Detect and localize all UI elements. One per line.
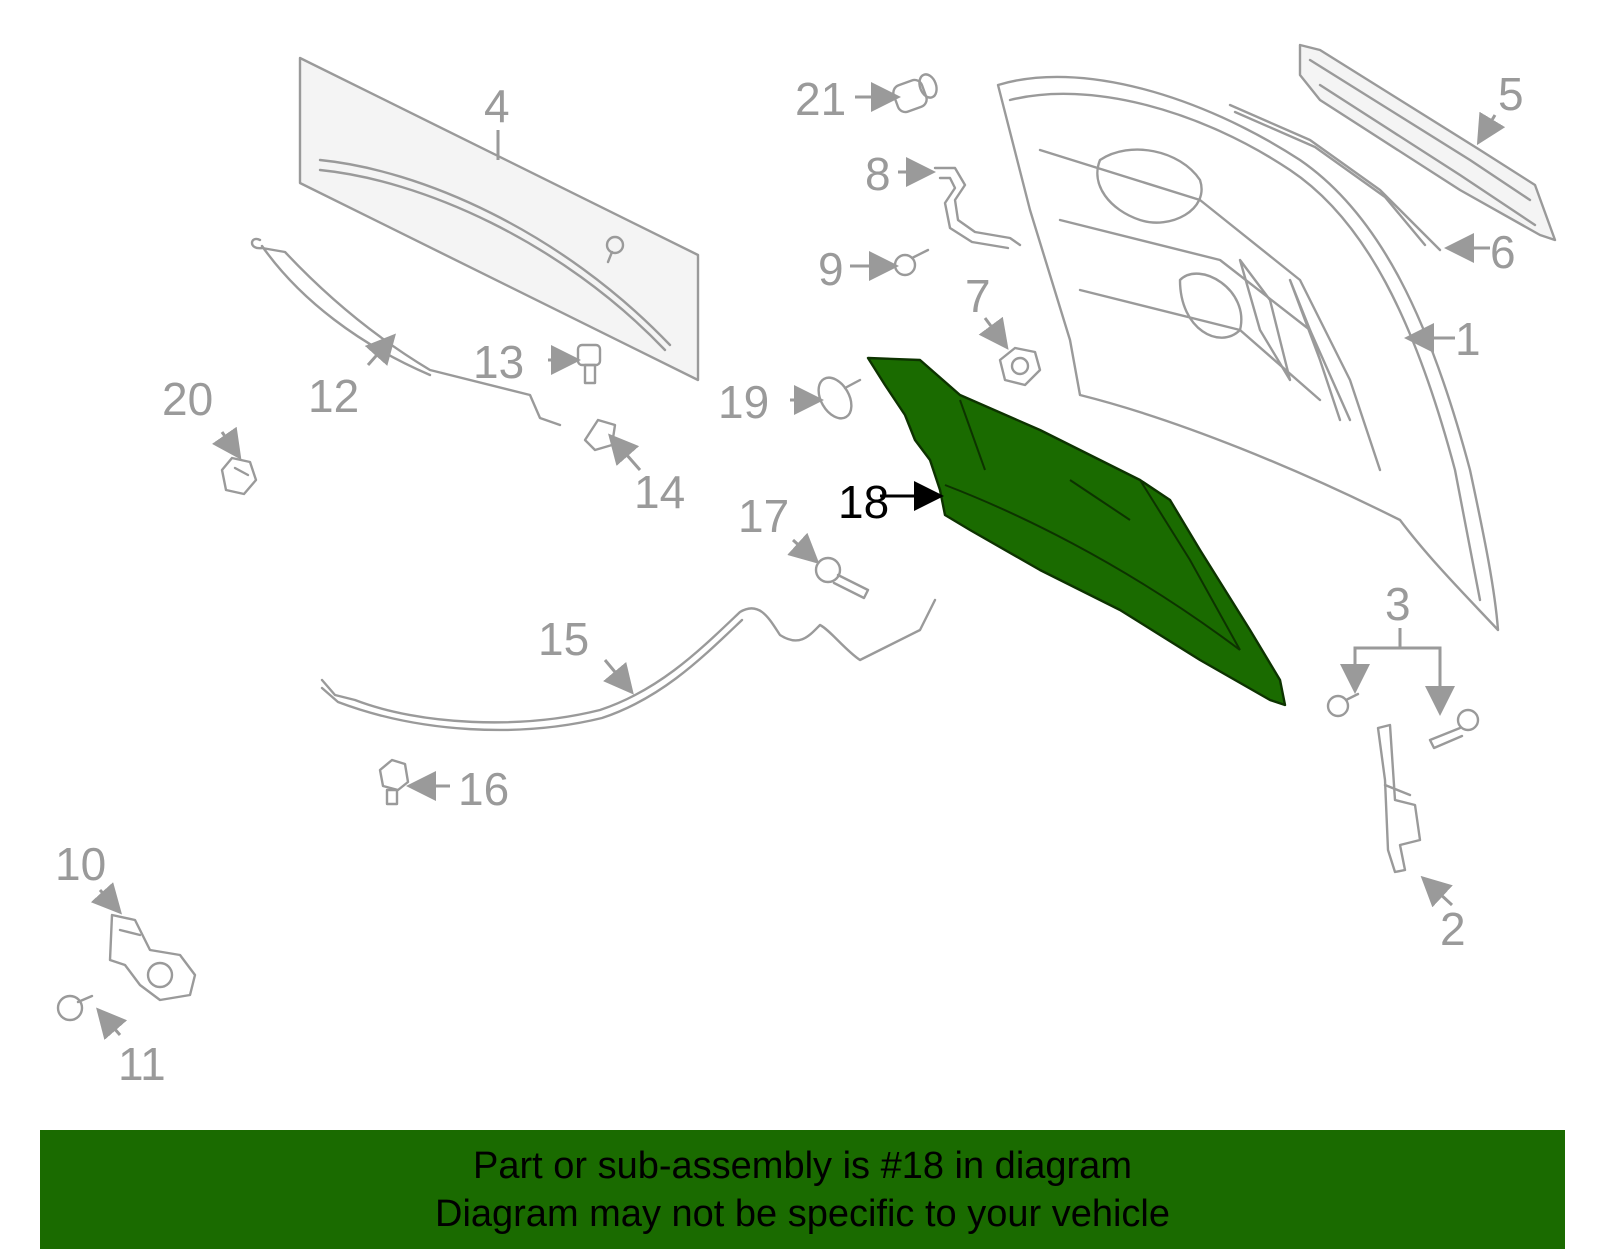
- callout-7: 7: [965, 270, 991, 322]
- callout-3: 3: [1385, 578, 1411, 630]
- footer-line-1: Part or sub-assembly is #18 in diagram: [473, 1145, 1132, 1187]
- part-16-clip: [378, 758, 410, 806]
- callout-19: 19: [718, 376, 769, 428]
- callout-1: 1: [1455, 313, 1481, 365]
- part-14-clip: [583, 418, 617, 452]
- part-18-insulator: [866, 356, 1287, 707]
- callout-16: 16: [458, 763, 509, 815]
- leader-arrows: [90, 82, 1506, 1040]
- part-9-bolt: [893, 248, 930, 277]
- part-13-bolt: [576, 343, 602, 385]
- callout-21: 21: [795, 73, 846, 125]
- callout-12: 12: [308, 370, 359, 422]
- part-20-bumper: [220, 456, 258, 496]
- part-10-latch: [108, 913, 197, 1002]
- part-5-grille: [1298, 43, 1557, 242]
- part-21-stopper: [892, 73, 938, 114]
- part-4-weatherstrip: [298, 56, 700, 382]
- part-17-bolt: [814, 556, 870, 600]
- footer-line-2: Diagram may not be specific to your vehi…: [435, 1193, 1170, 1235]
- part-19-clip: [817, 376, 862, 420]
- callout-4: 4: [484, 80, 510, 132]
- callout-8: 8: [865, 148, 891, 200]
- part-3-bolts: [1326, 692, 1480, 750]
- callout-6: 6: [1490, 226, 1516, 278]
- part-1-hood: [996, 75, 1500, 632]
- footer-banner: Part or sub-assembly is #18 in diagram D…: [40, 1130, 1565, 1249]
- callout-17: 17: [738, 490, 789, 542]
- callout-10: 10: [55, 838, 106, 890]
- part-11-bolt: [56, 994, 94, 1022]
- callout-5: 5: [1498, 68, 1524, 120]
- part-2-hinge: [1376, 723, 1422, 874]
- part-7-nut: [998, 346, 1042, 387]
- callout-11: 11: [118, 1038, 166, 1090]
- callout-15: 15: [538, 613, 589, 665]
- callout-20: 20: [162, 373, 213, 425]
- callout-13: 13: [473, 336, 524, 388]
- part-8-rod: [933, 166, 1022, 250]
- part-15-release-cable: [320, 598, 937, 732]
- callout-9: 9: [818, 243, 844, 295]
- part-6-seal: [1228, 103, 1442, 252]
- callout-2: 2: [1440, 903, 1466, 955]
- callout-18: 18: [838, 476, 889, 528]
- callout-14: 14: [634, 466, 685, 518]
- part-12-prop-rod: [250, 237, 562, 427]
